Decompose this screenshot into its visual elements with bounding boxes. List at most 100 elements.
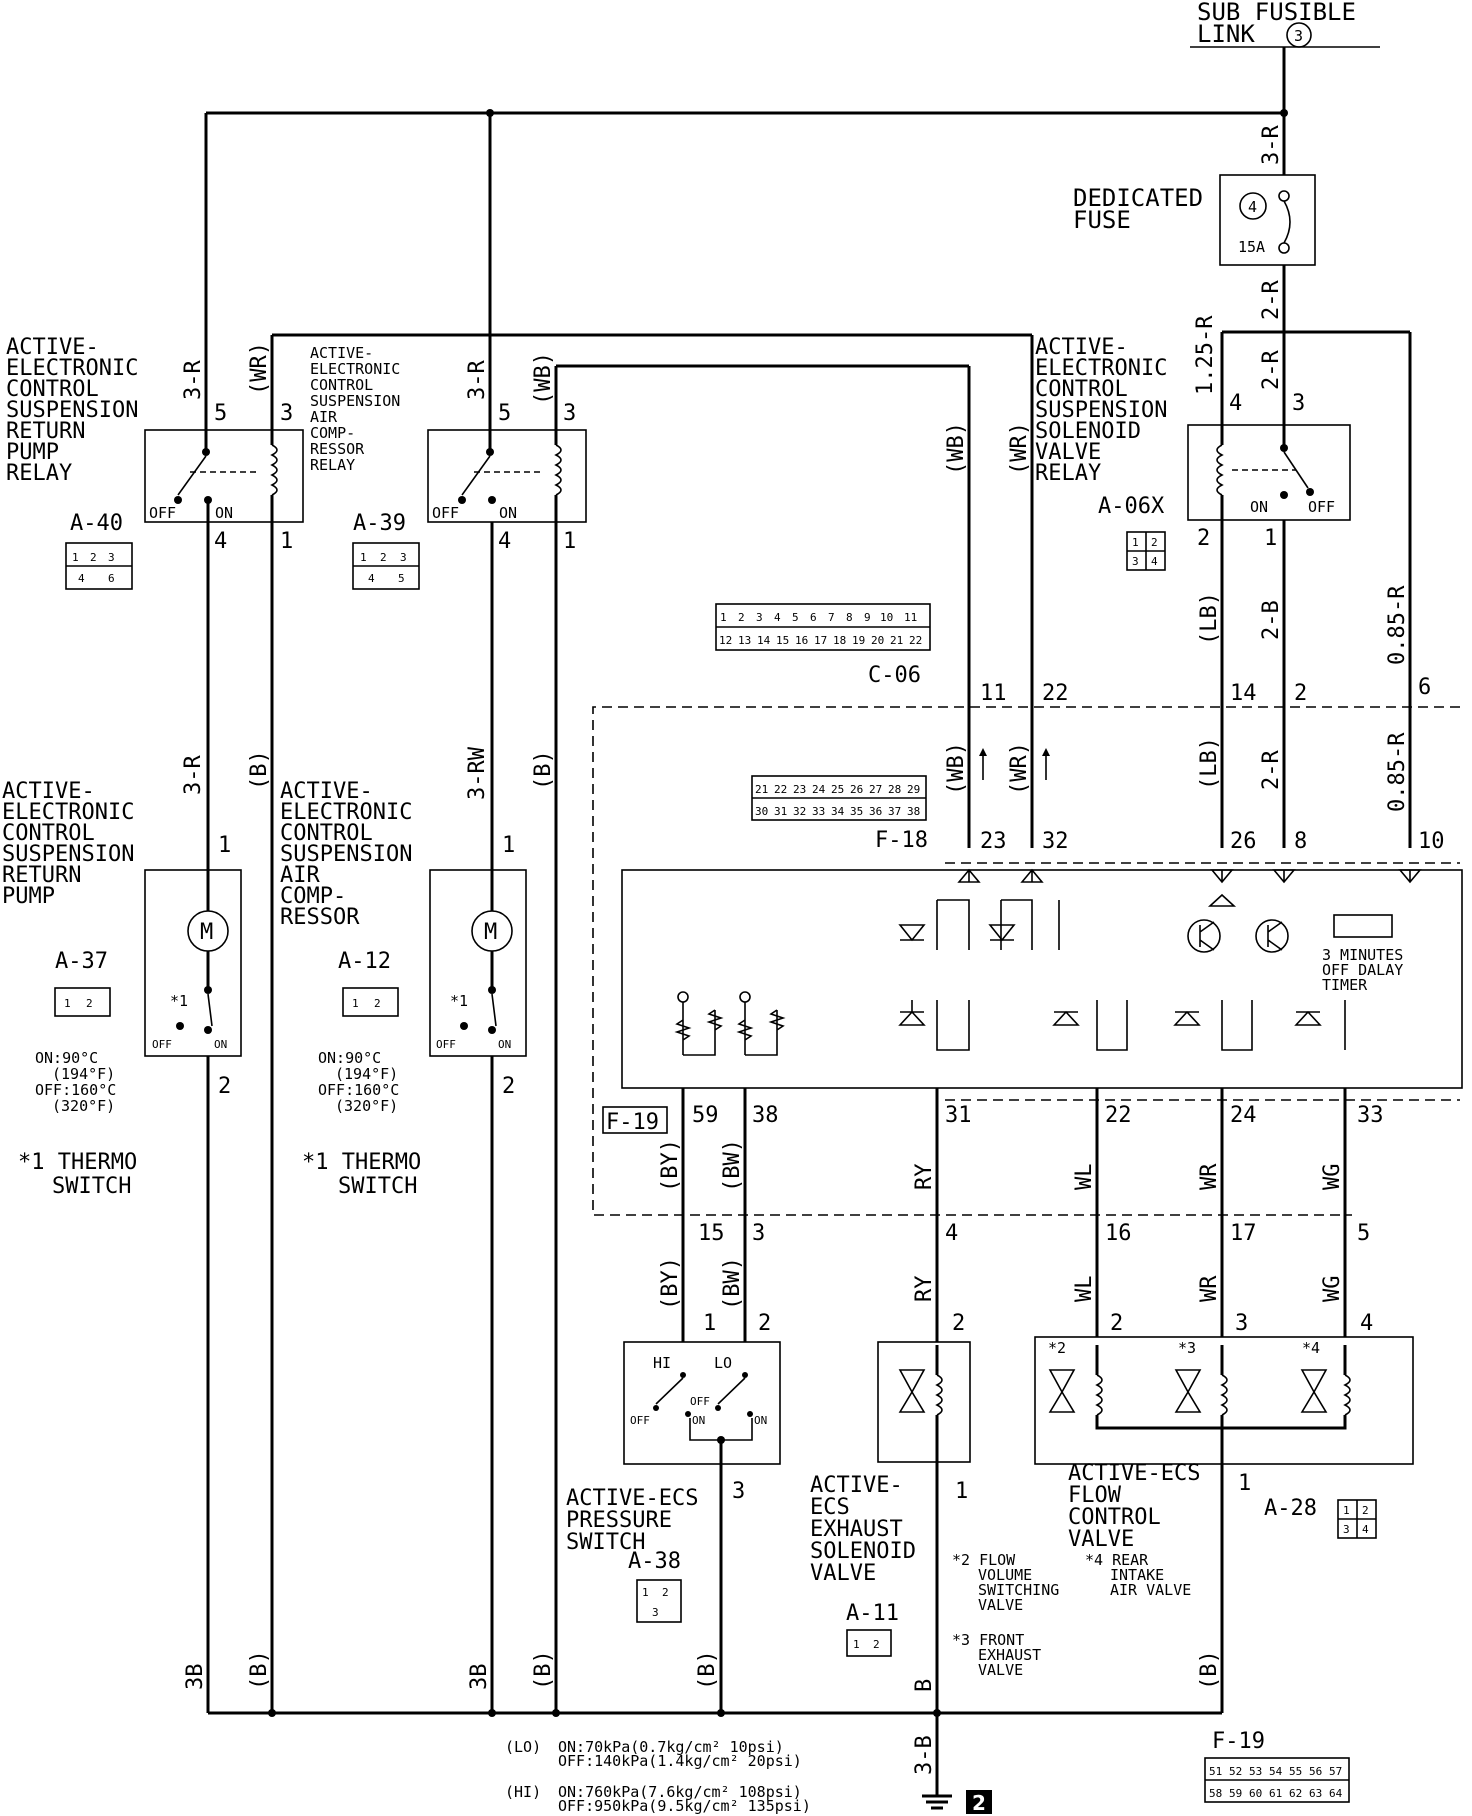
pin-number: 4 bbox=[498, 529, 511, 554]
fuse-number: 4 bbox=[1248, 198, 1257, 216]
valve-label: SOLENOID bbox=[810, 1539, 916, 1564]
connector-pin: 4 bbox=[1151, 555, 1158, 568]
pin-number: 16 bbox=[1105, 1221, 1132, 1246]
relay-label: RETURN bbox=[6, 419, 85, 444]
connector-pin: 5 bbox=[398, 572, 405, 585]
f19-pin: 60 bbox=[1249, 1787, 1262, 1800]
relay-label: SOLENOID bbox=[1035, 419, 1141, 444]
thermo-note: *1 THERMO bbox=[18, 1150, 137, 1175]
relay-label: CONTROL bbox=[310, 376, 373, 394]
connector-pin: 2 bbox=[662, 1586, 669, 1599]
pin-number: 26 bbox=[1230, 829, 1257, 854]
connector-pin: 4 bbox=[1362, 1523, 1369, 1536]
c06-pin: 18 bbox=[833, 634, 846, 647]
valve-label: CONTROL bbox=[1068, 1505, 1161, 1530]
ground-number: 2 bbox=[972, 1791, 986, 1815]
c06-pin: 3 bbox=[756, 611, 763, 624]
on-label: ON bbox=[692, 1414, 705, 1427]
wire-label: 3-R bbox=[1259, 125, 1284, 165]
connector-id: F-18 bbox=[875, 828, 928, 853]
connector-id: A-39 bbox=[353, 511, 406, 536]
thermo-on: ON bbox=[214, 1038, 227, 1051]
off-label: OFF bbox=[690, 1395, 710, 1408]
f19-pin: 62 bbox=[1289, 1787, 1302, 1800]
c06-pin: 11 bbox=[904, 611, 917, 624]
wire-label: 0.85-R bbox=[1385, 585, 1410, 665]
relay-label: SUSPENSION bbox=[1035, 398, 1167, 423]
wire-label: 3-R bbox=[465, 360, 490, 400]
f18-pin: 26 bbox=[850, 783, 863, 796]
off-label: OFF bbox=[630, 1414, 650, 1427]
connector-pin: 1 bbox=[64, 997, 71, 1010]
pin-number: 3 bbox=[732, 1479, 745, 1504]
timer-label: OFF DALAY bbox=[1322, 961, 1403, 979]
f18-pin: 30 bbox=[755, 805, 768, 818]
c06-pin: 10 bbox=[880, 611, 893, 624]
relay-off-label: OFF bbox=[432, 504, 459, 522]
f19-pin: 57 bbox=[1329, 1765, 1342, 1778]
relay-label: PUMP bbox=[6, 440, 59, 465]
pin-number: 2 bbox=[218, 1074, 231, 1099]
f19-pin: 63 bbox=[1309, 1787, 1322, 1800]
connector-id: F-19 bbox=[1212, 1729, 1265, 1754]
note-text: VALVE bbox=[978, 1596, 1023, 1614]
wire-label: (BY) bbox=[658, 1257, 683, 1310]
valve-label: VALVE bbox=[810, 1561, 876, 1586]
connector-pin: 1 bbox=[360, 551, 367, 564]
f18-pin: 28 bbox=[888, 783, 901, 796]
pin-number: 22 bbox=[1042, 681, 1069, 706]
f18-pin: 29 bbox=[907, 783, 920, 796]
f18-pin: 27 bbox=[869, 783, 882, 796]
wire-label: 0.85-R bbox=[1385, 732, 1410, 812]
relay-on-label: ON bbox=[1250, 498, 1268, 516]
note-text: *2 FLOW bbox=[952, 1551, 1016, 1569]
ecu-body bbox=[621, 869, 1463, 1089]
wire-label: WR bbox=[1197, 1163, 1222, 1190]
connector-pin: 1 bbox=[1132, 536, 1139, 549]
return-pump-motor: ACTIVE- ELECTRONIC CONTROL SUSPENSION RE… bbox=[2, 779, 242, 1199]
thermo-off: OFF bbox=[436, 1038, 456, 1051]
pin-number: 1 bbox=[1238, 1471, 1251, 1496]
relay-label: RELAY bbox=[310, 456, 355, 474]
wire-label: WL bbox=[1072, 1164, 1097, 1191]
pin-number: 2 bbox=[1110, 1311, 1123, 1336]
valve-label: EXHAUST bbox=[810, 1517, 903, 1542]
pin-number: 5 bbox=[1357, 1221, 1370, 1246]
on-label: ON bbox=[754, 1414, 767, 1427]
thermo-on: ON bbox=[498, 1038, 511, 1051]
connector-pin: 1 bbox=[1343, 1504, 1350, 1517]
relay-label: ACTIVE- bbox=[6, 335, 99, 360]
relay-label: COMP- bbox=[310, 424, 355, 442]
wire-label: (BW) bbox=[720, 1139, 745, 1192]
f18-pin: 24 bbox=[812, 783, 826, 796]
connector-pin: 3 bbox=[108, 551, 115, 564]
motor-label: ACTIVE- bbox=[280, 779, 373, 804]
wire-label: (B) bbox=[531, 1650, 556, 1690]
pin-number: 38 bbox=[752, 1103, 779, 1128]
connector-id: A-40 bbox=[70, 511, 123, 536]
note-text: VALVE bbox=[978, 1661, 1023, 1679]
pressure-spec: (LO) ON:70kPa(0.7kg/cm² 10psi) OFF:140kP… bbox=[505, 1738, 811, 1815]
motor-label: AIR bbox=[280, 863, 320, 888]
spec-text: OFF:950kPa(9.5kg/cm² 135psi) bbox=[558, 1797, 811, 1815]
wire-label: (B) bbox=[695, 1650, 720, 1690]
f19-pin: 61 bbox=[1269, 1787, 1282, 1800]
wire-label: (WB) bbox=[944, 742, 969, 795]
lo-label: LO bbox=[714, 1354, 732, 1372]
thermo-note: SWITCH bbox=[52, 1174, 131, 1199]
dedicated-fuse: DEDICATED FUSE 4 15A bbox=[1073, 174, 1316, 266]
connector-pin: 2 bbox=[873, 1638, 880, 1651]
wire-label: 3-R bbox=[181, 755, 206, 795]
motor-icon: M bbox=[484, 920, 497, 945]
wire-label: 3-R bbox=[181, 360, 206, 400]
relay-label: ACTIVE- bbox=[310, 344, 373, 362]
connector-pin: 1 bbox=[642, 1586, 649, 1599]
pin-number: 1 bbox=[1264, 526, 1277, 551]
motor-label: CONTROL bbox=[280, 821, 373, 846]
ecu-boundary bbox=[592, 706, 1460, 1216]
ground-number-box bbox=[966, 1790, 992, 1814]
wire-label: 3B bbox=[467, 1664, 492, 1691]
pin-number: 1 bbox=[703, 1311, 716, 1336]
f19-pin: 55 bbox=[1289, 1765, 1302, 1778]
connector-pin: 2 bbox=[90, 551, 97, 564]
